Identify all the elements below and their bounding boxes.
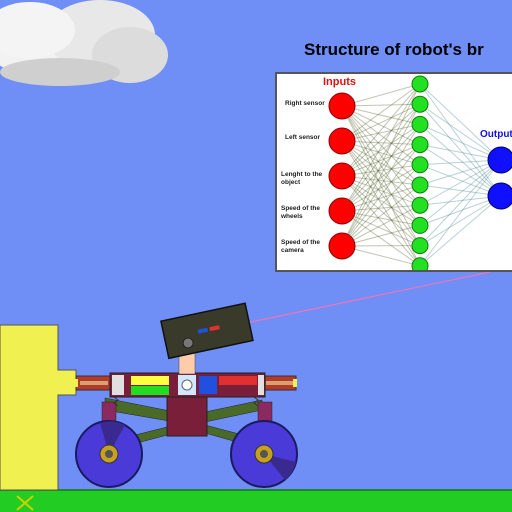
network-connection (419, 103, 502, 161)
network-connection (341, 105, 421, 186)
input-node (328, 197, 356, 225)
network-connection (419, 103, 502, 197)
network-connection (419, 164, 502, 197)
x-marker-icon (16, 495, 34, 511)
yellow-obstacle-block (0, 324, 77, 491)
network-connection (341, 144, 421, 247)
network-connection (419, 83, 502, 161)
network-connection (341, 175, 421, 206)
network-connection (341, 105, 421, 166)
network-connection (419, 159, 502, 206)
right-wheel-icon (230, 420, 298, 488)
input-label-left-sensor: Left sensor (285, 134, 321, 141)
hidden-node (411, 196, 429, 214)
network-connection (419, 159, 502, 267)
network-connection (419, 123, 502, 161)
ground (0, 490, 512, 512)
network-connection (341, 103, 421, 247)
hidden-node (411, 115, 429, 133)
neural-network-panel: Inputs Output Right sensor Left sensor L… (275, 72, 512, 272)
network-connection (341, 124, 421, 247)
network-connection (419, 195, 502, 247)
network-connection (419, 144, 502, 197)
input-node (328, 92, 356, 120)
cloud-icon (0, 0, 168, 86)
network-connection (341, 140, 421, 226)
network-connection (419, 124, 502, 197)
network-connection (341, 105, 421, 226)
network-connection (419, 159, 502, 186)
network-connection (341, 210, 421, 247)
network-connection (419, 195, 502, 267)
network-connection (419, 159, 502, 166)
laser-beam (221, 271, 491, 329)
input-label-right-sensor: Right sensor (285, 100, 325, 107)
network-connection (341, 83, 421, 212)
network-connection (419, 195, 502, 206)
network-connection (341, 140, 421, 186)
network-connection (341, 175, 421, 267)
input-node (328, 162, 356, 190)
input-label-camera-speed: Speed of the camera (281, 239, 321, 254)
hidden-node (411, 216, 429, 234)
network-connection (419, 83, 502, 197)
network-connection (341, 140, 421, 166)
network-connection (341, 140, 421, 267)
network-connection (341, 140, 421, 246)
network-connection (341, 105, 421, 146)
neural-network-diagram (328, 75, 512, 270)
output-node (487, 182, 512, 210)
hidden-node (411, 75, 429, 93)
hidden-node (411, 95, 429, 113)
network-connection (341, 164, 421, 212)
network-connection (341, 175, 421, 226)
hidden-node (411, 136, 429, 154)
outputs-heading: Output (480, 129, 512, 140)
network-connection (341, 144, 421, 212)
output-node (487, 146, 512, 174)
hidden-node (411, 237, 429, 255)
network-connection (341, 83, 421, 177)
network-connection (341, 103, 421, 212)
network-connection (341, 204, 421, 247)
network-connection (419, 144, 502, 161)
input-label-length: Lenght to the object (281, 171, 323, 186)
network-connection (341, 83, 421, 142)
network-connection (419, 159, 502, 226)
hidden-node (411, 176, 429, 194)
hidden-node (411, 257, 429, 270)
network-connection (419, 195, 502, 226)
network-connection (341, 184, 421, 212)
network-connection (341, 210, 421, 267)
network-connection (341, 83, 421, 247)
network-connection (341, 124, 421, 212)
network-connection (419, 159, 502, 246)
robot-camera-icon (160, 302, 254, 360)
hidden-node (411, 156, 429, 174)
network-connection (341, 140, 421, 206)
network-connection (341, 175, 421, 246)
robot (74, 302, 298, 488)
input-node (328, 232, 356, 260)
network-connection (341, 105, 421, 206)
inputs-heading: Inputs (323, 76, 356, 88)
network-connection (341, 105, 421, 267)
network-connection (341, 164, 421, 247)
network-connection (341, 105, 421, 246)
left-wheel-icon (75, 420, 143, 488)
network-connection (341, 123, 421, 177)
network-connection (341, 83, 421, 107)
network-connection (419, 184, 502, 197)
network-connection (341, 103, 421, 177)
network-connection (341, 184, 421, 247)
network-connection (341, 144, 421, 177)
input-node (328, 127, 356, 155)
network-connection (341, 103, 421, 142)
neural-net-title: Structure of robot's br (304, 40, 484, 59)
input-label-wheel-speed: Speed of the wheels (281, 205, 321, 220)
